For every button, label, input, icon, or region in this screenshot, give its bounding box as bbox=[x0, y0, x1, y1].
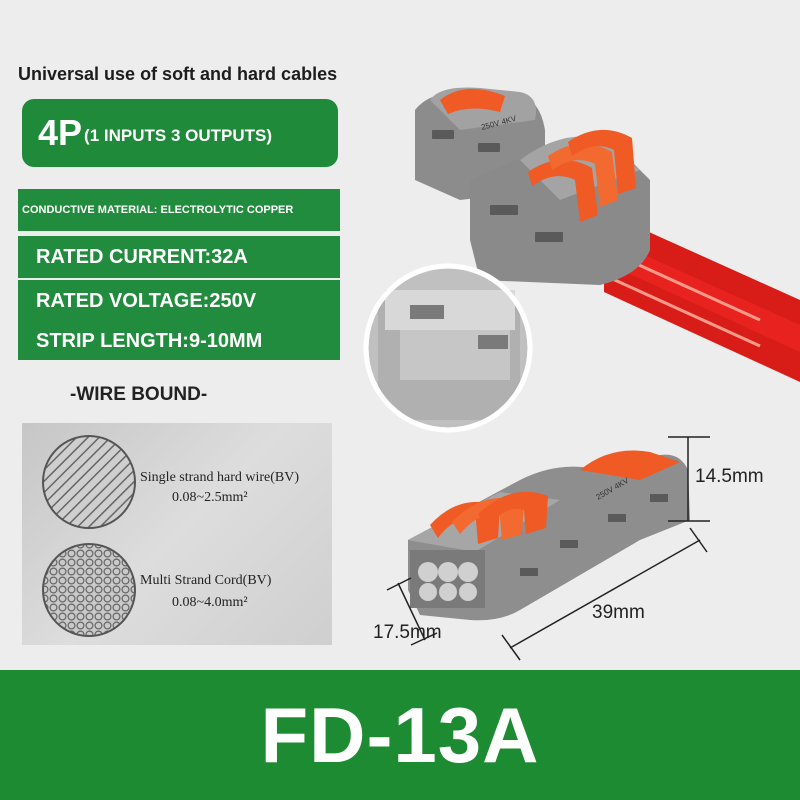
connector-marking-bottom: 250V 4KV bbox=[595, 476, 631, 502]
headline: Universal use of soft and hard cables bbox=[18, 64, 338, 84]
wire-bound-title: -WIRE BOUND- bbox=[70, 384, 208, 405]
connector-top-view: 250V 4KV bbox=[415, 87, 800, 382]
model-number: FD-13A bbox=[260, 690, 540, 779]
wire-cross-sections bbox=[42, 435, 136, 637]
zoom-detail-icon bbox=[363, 263, 533, 433]
connector-marking-top: 250V 4KV bbox=[480, 114, 518, 132]
solid-wire-range: 0.08~2.5mm² bbox=[172, 490, 248, 505]
spec-conductive-material: CONDUCTIVE MATERIAL: ELECTROLYTIC COPPER bbox=[18, 189, 340, 231]
model-banner: FD-13A bbox=[0, 670, 800, 800]
spec-rated-current: RATED CURRENT:32A bbox=[18, 236, 340, 278]
connector-dimension-view: 250V 4KV bbox=[408, 450, 690, 621]
pole-count: 4P bbox=[38, 112, 83, 153]
pole-count-badge: 4P (1 INPUTS 3 OUTPUTS) bbox=[22, 99, 338, 167]
spec-rated-voltage: RATED VOLTAGE:250V bbox=[18, 280, 340, 322]
red-wires-icon bbox=[600, 210, 800, 382]
dimension-length: 39mm bbox=[592, 602, 645, 623]
stranded-wire-icon bbox=[42, 543, 136, 637]
dimension-width: 17.5mm bbox=[373, 622, 442, 643]
solid-wire-name: Single strand hard wire(BV) bbox=[140, 470, 300, 485]
spec-strip-length: STRIP LENGTH:9-10MM bbox=[18, 322, 340, 360]
stranded-wire-name: Multi Strand Cord(BV) bbox=[140, 573, 272, 588]
wire-bound-panel: Single strand hard wire(BV) 0.08~2.5mm² … bbox=[22, 423, 332, 645]
solid-wire-icon bbox=[42, 435, 136, 529]
io-description: (1 INPUTS 3 OUTPUTS) bbox=[84, 126, 273, 145]
stranded-wire-range: 0.08~4.0mm² bbox=[172, 595, 248, 610]
dimension-height: 14.5mm bbox=[695, 466, 764, 487]
